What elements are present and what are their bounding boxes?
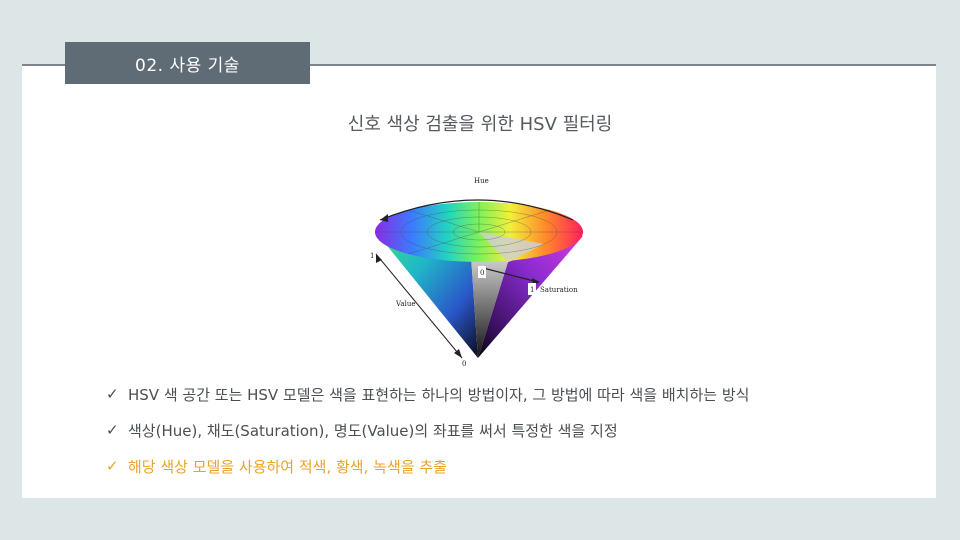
bullet-list: ✓ HSV 색 공간 또는 HSV 모델은 색을 표현하는 하나의 방법이자, … xyxy=(106,376,749,484)
saturation-arrow xyxy=(482,267,539,283)
hue-label: Hue xyxy=(474,177,489,185)
hsv-cone-svg: Hue Saturation Value 1 0 0 1 xyxy=(370,177,583,368)
cone-right-side xyxy=(478,236,583,358)
check-icon: ✓ xyxy=(106,385,119,403)
bullet-item: ✓ 색상(Hue), 채도(Saturation), 명도(Value)의 좌표… xyxy=(106,412,749,448)
saturation-tick: 1 xyxy=(530,286,534,294)
bullet-text: HSV 색 공간 또는 HSV 모델은 색을 표현하는 하나의 방법이자, 그 … xyxy=(128,385,750,404)
slide-subtitle: 신호 색상 검출을 위한 HSV 필터링 xyxy=(347,114,613,135)
saturation-label: Saturation xyxy=(540,286,578,294)
value-top-tick: 1 xyxy=(370,252,374,260)
bullet-item: ✓ HSV 색 공간 또는 HSV 모델은 색을 표현하는 하나의 방법이자, … xyxy=(106,376,749,412)
center-tick: 0 xyxy=(480,269,484,277)
bullet-text: 색상(Hue), 채도(Saturation), 명도(Value)의 좌표를 … xyxy=(128,421,618,440)
check-icon: ✓ xyxy=(106,421,119,439)
section-tag: 02. 사용 기술 xyxy=(65,42,310,84)
value-bottom-tick: 0 xyxy=(462,360,466,368)
check-icon: ✓ xyxy=(106,457,119,475)
value-arrow xyxy=(375,253,463,359)
disc-cutaway xyxy=(479,232,544,262)
bullet-text: 해당 색상 모델을 사용하여 적색, 황색, 녹색을 추출 xyxy=(128,457,447,476)
hsv-cone-diagram: Hue Saturation Value 1 0 0 1 xyxy=(358,170,598,370)
bullet-item-highlight: ✓ 해당 색상 모델을 사용하여 적색, 황색, 녹색을 추출 xyxy=(106,448,749,484)
header-rule xyxy=(22,64,936,66)
hue-arc-arrow xyxy=(379,199,574,221)
cone-left-side xyxy=(376,232,478,358)
value-label: Value xyxy=(395,300,415,308)
